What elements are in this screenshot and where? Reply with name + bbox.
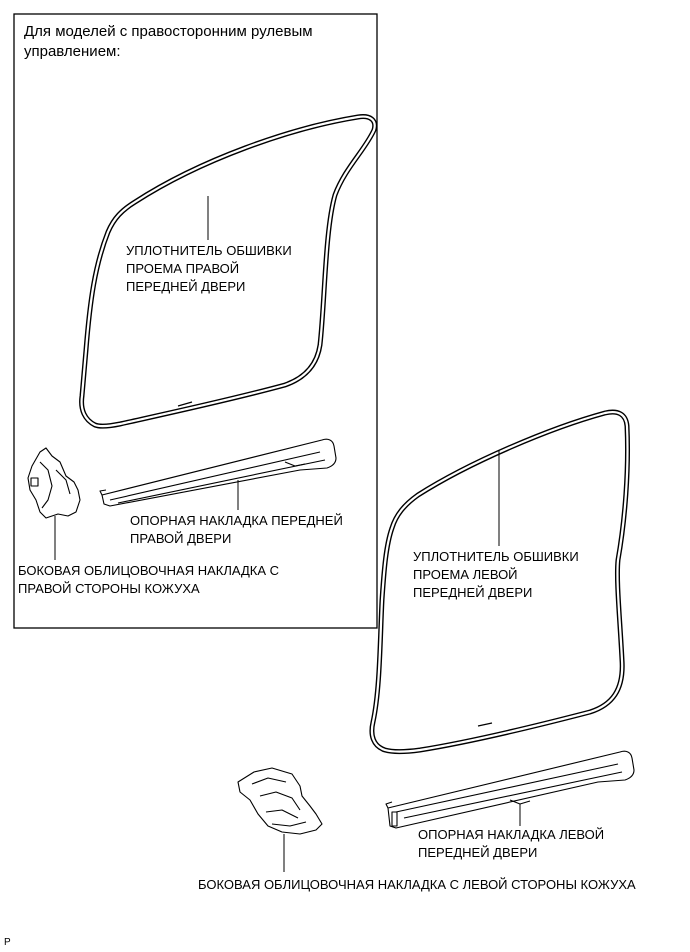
label-right-cowl-side-trim: БОКОВАЯ ОБЛИЦОВОЧНАЯ НАКЛАДКА С ПРАВОЙ С… xyxy=(18,563,280,596)
label-right-scuff-plate: ОПОРНАЯ НАКЛАДКА ПЕРЕДНЕЙ ПРАВОЙ ДВЕРИ xyxy=(130,513,343,546)
left-cowl-side-trim xyxy=(237,767,323,835)
label-left-cowl-side-trim: БОКОВАЯ ОБЛИЦОВОЧНАЯ НАКЛАДКА С ЛЕВОЙ СТ… xyxy=(198,877,636,892)
right-cowl-side-trim xyxy=(27,447,81,519)
figure-code: P xyxy=(4,937,11,948)
left-scuff-plate xyxy=(385,750,635,829)
label-right-weatherstrip: УПЛОТНИТЕЛЬ ОБШИВКИ ПРОЕМА ПРАВОЙ ПЕРЕДН… xyxy=(126,243,292,294)
leader-lines xyxy=(54,196,521,872)
inset-frame xyxy=(13,13,378,629)
label-left-scuff-plate: ОПОРНАЯ НАКЛАДКА ЛЕВОЙ ПЕРЕДНЕЙ ДВЕРИ xyxy=(418,827,605,860)
right-door-weatherstrip xyxy=(79,114,378,429)
left-door-weatherstrip xyxy=(369,409,631,754)
right-scuff-plate xyxy=(99,438,337,507)
label-left-weatherstrip: УПЛОТНИТЕЛЬ ОБШИВКИ ПРОЕМА ЛЕВОЙ ПЕРЕДНЕ… xyxy=(413,549,579,600)
inset-title: Для моделей с правосторонним рулевым упр… xyxy=(24,23,313,60)
